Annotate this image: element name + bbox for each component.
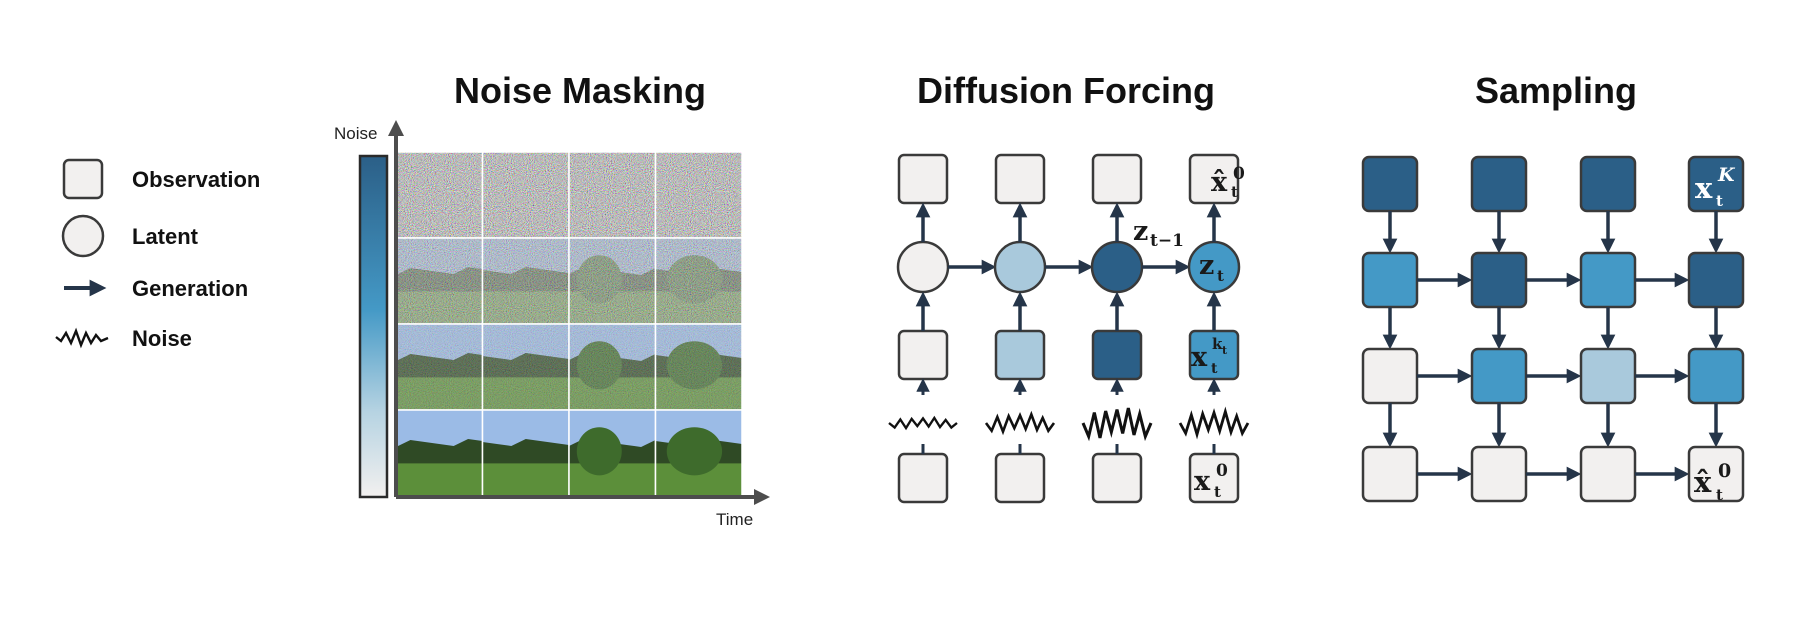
- noise-frame-cell: [568, 323, 657, 411]
- sampling-label-bottom-right-sub: t: [1716, 486, 1723, 504]
- df-label-noisy-obs-sup-sub: t: [1222, 344, 1228, 357]
- sampling-label-top-right-base: x: [1695, 171, 1713, 205]
- sampling-grid-cell: [1361, 155, 1419, 213]
- noise-axis-label: Noise: [334, 124, 377, 143]
- noise-frame-cell: [481, 323, 570, 411]
- sampling-label-top-right-sup: K: [1717, 164, 1736, 186]
- sampling-grid-cell: [1470, 251, 1528, 309]
- sampling-label-top-right: x K t: [1695, 164, 1736, 210]
- noise-frame-cell: [654, 151, 743, 239]
- df-label-prev-latent: z t−1: [1133, 216, 1184, 251]
- noise-frame-cell: [654, 323, 743, 411]
- noise-gradient-bar: [358, 154, 389, 499]
- sampling-grid-cell: [1579, 251, 1637, 309]
- sampling-panel: Sampling x K t x̂ 0 t: [1361, 70, 1745, 504]
- df-label-top-last-sup: 0: [1233, 164, 1245, 184]
- df-label-clean-obs-sub: t: [1214, 483, 1221, 501]
- noise-frame-cell: [395, 409, 484, 497]
- noise-frame-cell: [568, 409, 657, 497]
- sampling-diagram: [1361, 155, 1745, 503]
- df-clean-observation: [1091, 452, 1143, 504]
- sampling-grid-cell: [1687, 445, 1745, 503]
- df-label-clean-obs: x 0 t: [1194, 461, 1228, 501]
- df-clean-observation: [897, 452, 949, 504]
- df-latent-node: [896, 240, 950, 294]
- noise-frame-cell: [395, 151, 484, 239]
- df-output-observation: [897, 153, 949, 205]
- sampling-grid-cell: [1361, 347, 1419, 405]
- df-noise-zigzag-icon: [984, 410, 1056, 436]
- df-label-latent-base: z: [1199, 250, 1214, 281]
- df-label-top-last-sub: t: [1231, 183, 1238, 201]
- df-output-observation: [1091, 153, 1143, 205]
- legend-latent-label: Latent: [132, 224, 199, 249]
- sampling-label-top-right-sub: t: [1716, 192, 1723, 210]
- df-clean-observation: [994, 452, 1046, 504]
- legend-observation-label: Observation: [132, 167, 260, 192]
- noise-frame-cell: [568, 237, 657, 325]
- diffusion-forcing-panel: Diffusion Forcing x̂ 0 t z t−1 z t x k t…: [888, 70, 1250, 504]
- df-label-top-last: x̂ 0 t: [1211, 164, 1245, 201]
- noise-frame-cell: [481, 237, 570, 325]
- df-label-latent: z t: [1199, 250, 1224, 285]
- df-noisy-observation: [994, 329, 1046, 381]
- df-label-prev-latent-sub: t−1: [1150, 231, 1184, 251]
- legend: Observation Latent Generation Noise: [55, 158, 260, 351]
- sampling-grid-cell: [1687, 251, 1745, 309]
- sampling-grid-cell: [1470, 445, 1528, 503]
- df-noise-zigzag-icon: [1081, 407, 1153, 442]
- diffusion-forcing-title: Diffusion Forcing: [917, 70, 1215, 111]
- noise-frame-cell: [654, 237, 743, 325]
- noise-masking-panel: Noise Masking Noise Time: [334, 70, 770, 529]
- noise-frame-cell: [481, 409, 570, 497]
- sampling-label-bottom-right-base: x̂: [1694, 465, 1712, 499]
- df-label-clean-obs-sup: 0: [1216, 461, 1228, 481]
- sampling-grid-cell: [1579, 347, 1637, 405]
- noise-masking-frame-grid: [395, 151, 743, 497]
- sampling-grid-cell: [1470, 347, 1528, 405]
- df-output-observation: [994, 153, 1046, 205]
- noise-frame-cell: [568, 151, 657, 239]
- noise-masking-title: Noise Masking: [454, 70, 706, 111]
- legend-observation-swatch: [62, 158, 104, 200]
- time-axis-label: Time: [716, 510, 753, 529]
- sampling-grid-cell: [1470, 155, 1528, 213]
- legend-generation-label: Generation: [132, 276, 248, 301]
- df-label-noisy-obs-sub: t: [1211, 361, 1218, 377]
- df-label-prev-latent-base: z: [1133, 216, 1148, 247]
- df-label-latent-sub: t: [1217, 267, 1224, 285]
- df-label-noisy-obs-sup: k: [1212, 335, 1223, 353]
- df-latent-node: [993, 240, 1047, 294]
- legend-noise-zigzag-icon: [55, 327, 109, 349]
- df-label-noisy-obs: x k t t: [1191, 335, 1228, 377]
- noise-frame-cell: [654, 409, 743, 497]
- noise-frame-cell: [395, 323, 484, 411]
- legend-latent-swatch: [61, 214, 105, 258]
- df-noisy-observation: [897, 329, 949, 381]
- noise-frame-cell: [395, 237, 484, 325]
- sampling-grid-cell: [1687, 347, 1745, 405]
- df-latent-node: [1090, 240, 1144, 294]
- df-noisy-observation: [1091, 329, 1143, 381]
- sampling-grid-cell: [1579, 155, 1637, 213]
- diffusion-forcing-diagram: [888, 153, 1250, 504]
- sampling-grid-cell: [1579, 445, 1637, 503]
- sampling-grid-cell: [1361, 445, 1419, 503]
- df-noise-zigzag-icon: [888, 415, 958, 431]
- sampling-label-bottom-right-sup: 0: [1718, 460, 1731, 482]
- sampling-label-bottom-right: x̂ 0 t: [1694, 460, 1731, 504]
- df-noise-zigzag-icon: [1178, 406, 1250, 440]
- df-label-clean-obs-base: x: [1194, 466, 1211, 497]
- df-label-noisy-obs-base: x: [1191, 342, 1208, 373]
- sampling-grid-cell: [1361, 251, 1419, 309]
- df-label-top-last-base: x̂: [1211, 167, 1228, 198]
- sampling-title: Sampling: [1475, 70, 1637, 111]
- legend-noise-label: Noise: [132, 326, 192, 351]
- noise-frame-cell: [481, 151, 570, 239]
